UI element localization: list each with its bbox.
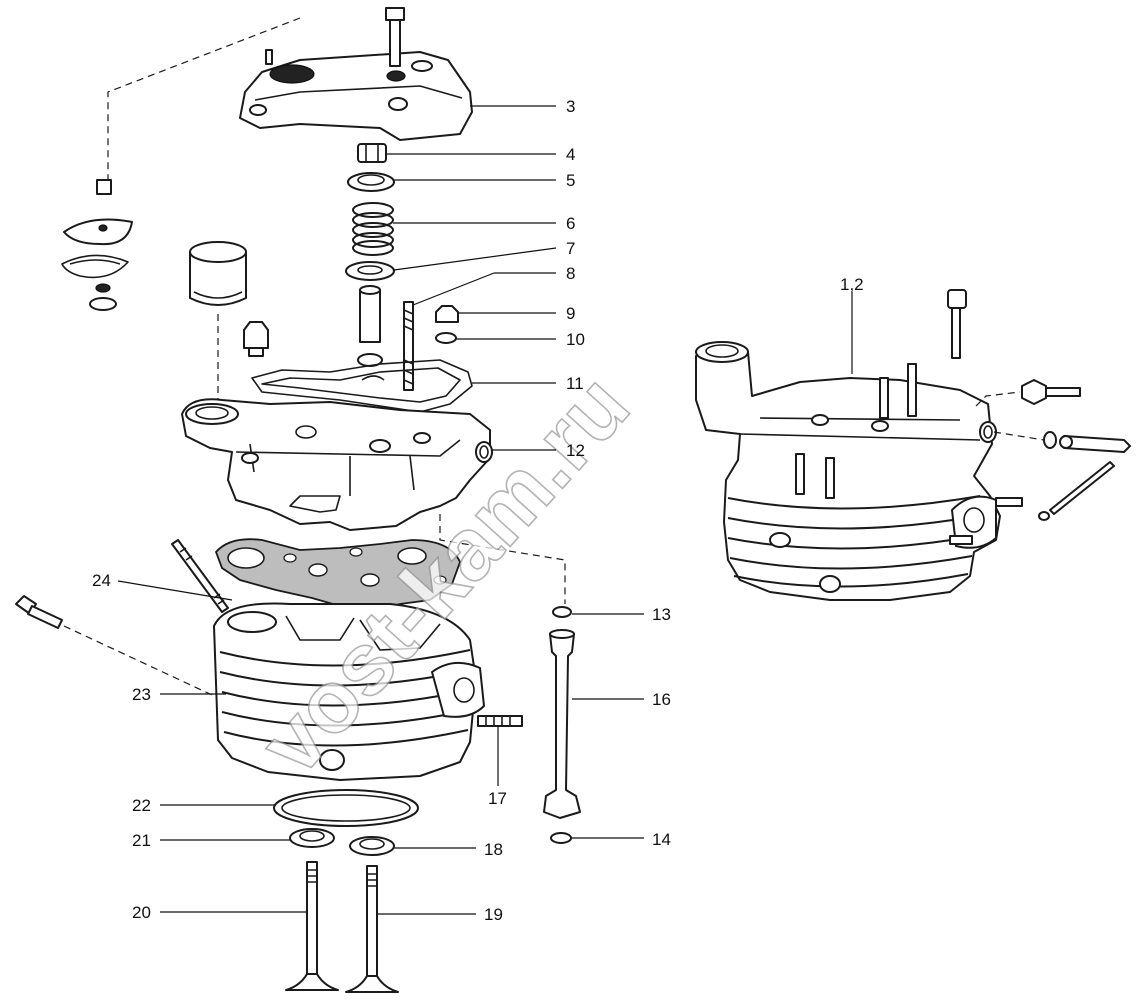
- pin: [1059, 435, 1131, 453]
- label-8: 8: [566, 264, 575, 283]
- pushrod-tube: [543, 606, 581, 844]
- cover-bolt: [385, 7, 406, 82]
- assembly-line-banjo: [975, 391, 1021, 407]
- short-stud: [477, 715, 523, 727]
- label-12: 12: [566, 441, 585, 460]
- cylinder-head-casting: [181, 398, 493, 531]
- stud: [403, 301, 414, 391]
- label-1-2: 1,2: [840, 275, 864, 294]
- assembly-line-cover: [107, 17, 301, 180]
- label-20: 20: [132, 903, 151, 922]
- assembly-line-ring: [993, 431, 1045, 441]
- o-ring: [273, 789, 419, 827]
- label-19: 19: [484, 905, 503, 924]
- spring-cup: [347, 172, 395, 192]
- washer: [435, 332, 457, 344]
- label-18: 18: [484, 840, 503, 859]
- rocker-cover-gasket: [251, 359, 473, 413]
- cap-nut: [357, 143, 387, 163]
- right-screw: [947, 289, 967, 359]
- label-16: 16: [652, 690, 671, 709]
- label-10: 10: [566, 330, 585, 349]
- label-7: 7: [566, 239, 575, 258]
- label-14: 14: [652, 830, 671, 849]
- label-22: 22: [132, 796, 151, 815]
- valve-cover: [239, 49, 473, 141]
- label-24: 24: [92, 571, 111, 590]
- spring-washer: [345, 261, 395, 281]
- valve-left: [285, 861, 339, 991]
- label-21: 21: [132, 831, 151, 850]
- valve-right: [345, 865, 399, 993]
- head-gasket: [214, 538, 461, 613]
- assembled-cylinder-head: [695, 341, 1023, 601]
- label-6: 6: [566, 214, 575, 233]
- cylinder-sleeve: [189, 241, 247, 306]
- label-11: 11: [566, 374, 584, 393]
- breather-cap: [61, 179, 133, 311]
- label-9: 9: [566, 304, 575, 323]
- label-17: 17: [488, 789, 507, 808]
- rod-end: [1038, 511, 1050, 521]
- plug-screw: [15, 595, 63, 629]
- valve-spring: [352, 202, 394, 256]
- valve-guide: [359, 285, 381, 343]
- label-23: 23: [132, 685, 151, 704]
- valve-seat-ring-right: [349, 836, 395, 856]
- assembly-line-pushrod: [439, 514, 566, 604]
- banjo-bolt: [1021, 379, 1081, 405]
- long-stud: [171, 539, 229, 613]
- label-13: 13: [652, 605, 671, 624]
- label-4: 4: [566, 145, 575, 164]
- nut: [435, 305, 459, 323]
- label-5: 5: [566, 171, 575, 190]
- small-ring: [1043, 431, 1057, 449]
- thin-rod: [1049, 461, 1115, 515]
- cylinder-barrel: [213, 602, 485, 781]
- label-3: 3: [566, 97, 575, 116]
- cap-nut-left: [243, 321, 269, 357]
- circlip: [361, 375, 385, 381]
- callouts: [117, 105, 853, 915]
- valve-seat-ring-left: [289, 828, 335, 848]
